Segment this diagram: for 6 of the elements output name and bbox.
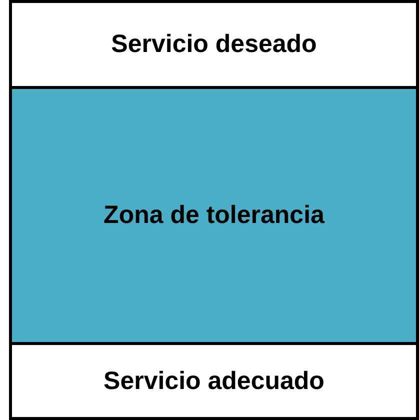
zone-band — [9, 86, 419, 345]
zone-band — [9, 0, 419, 89]
zone-band — [9, 342, 419, 420]
band-label: Zona de tolerancia — [104, 201, 324, 230]
band-label: Servicio deseado — [111, 30, 317, 59]
band-label: Servicio adecuado — [104, 366, 324, 396]
